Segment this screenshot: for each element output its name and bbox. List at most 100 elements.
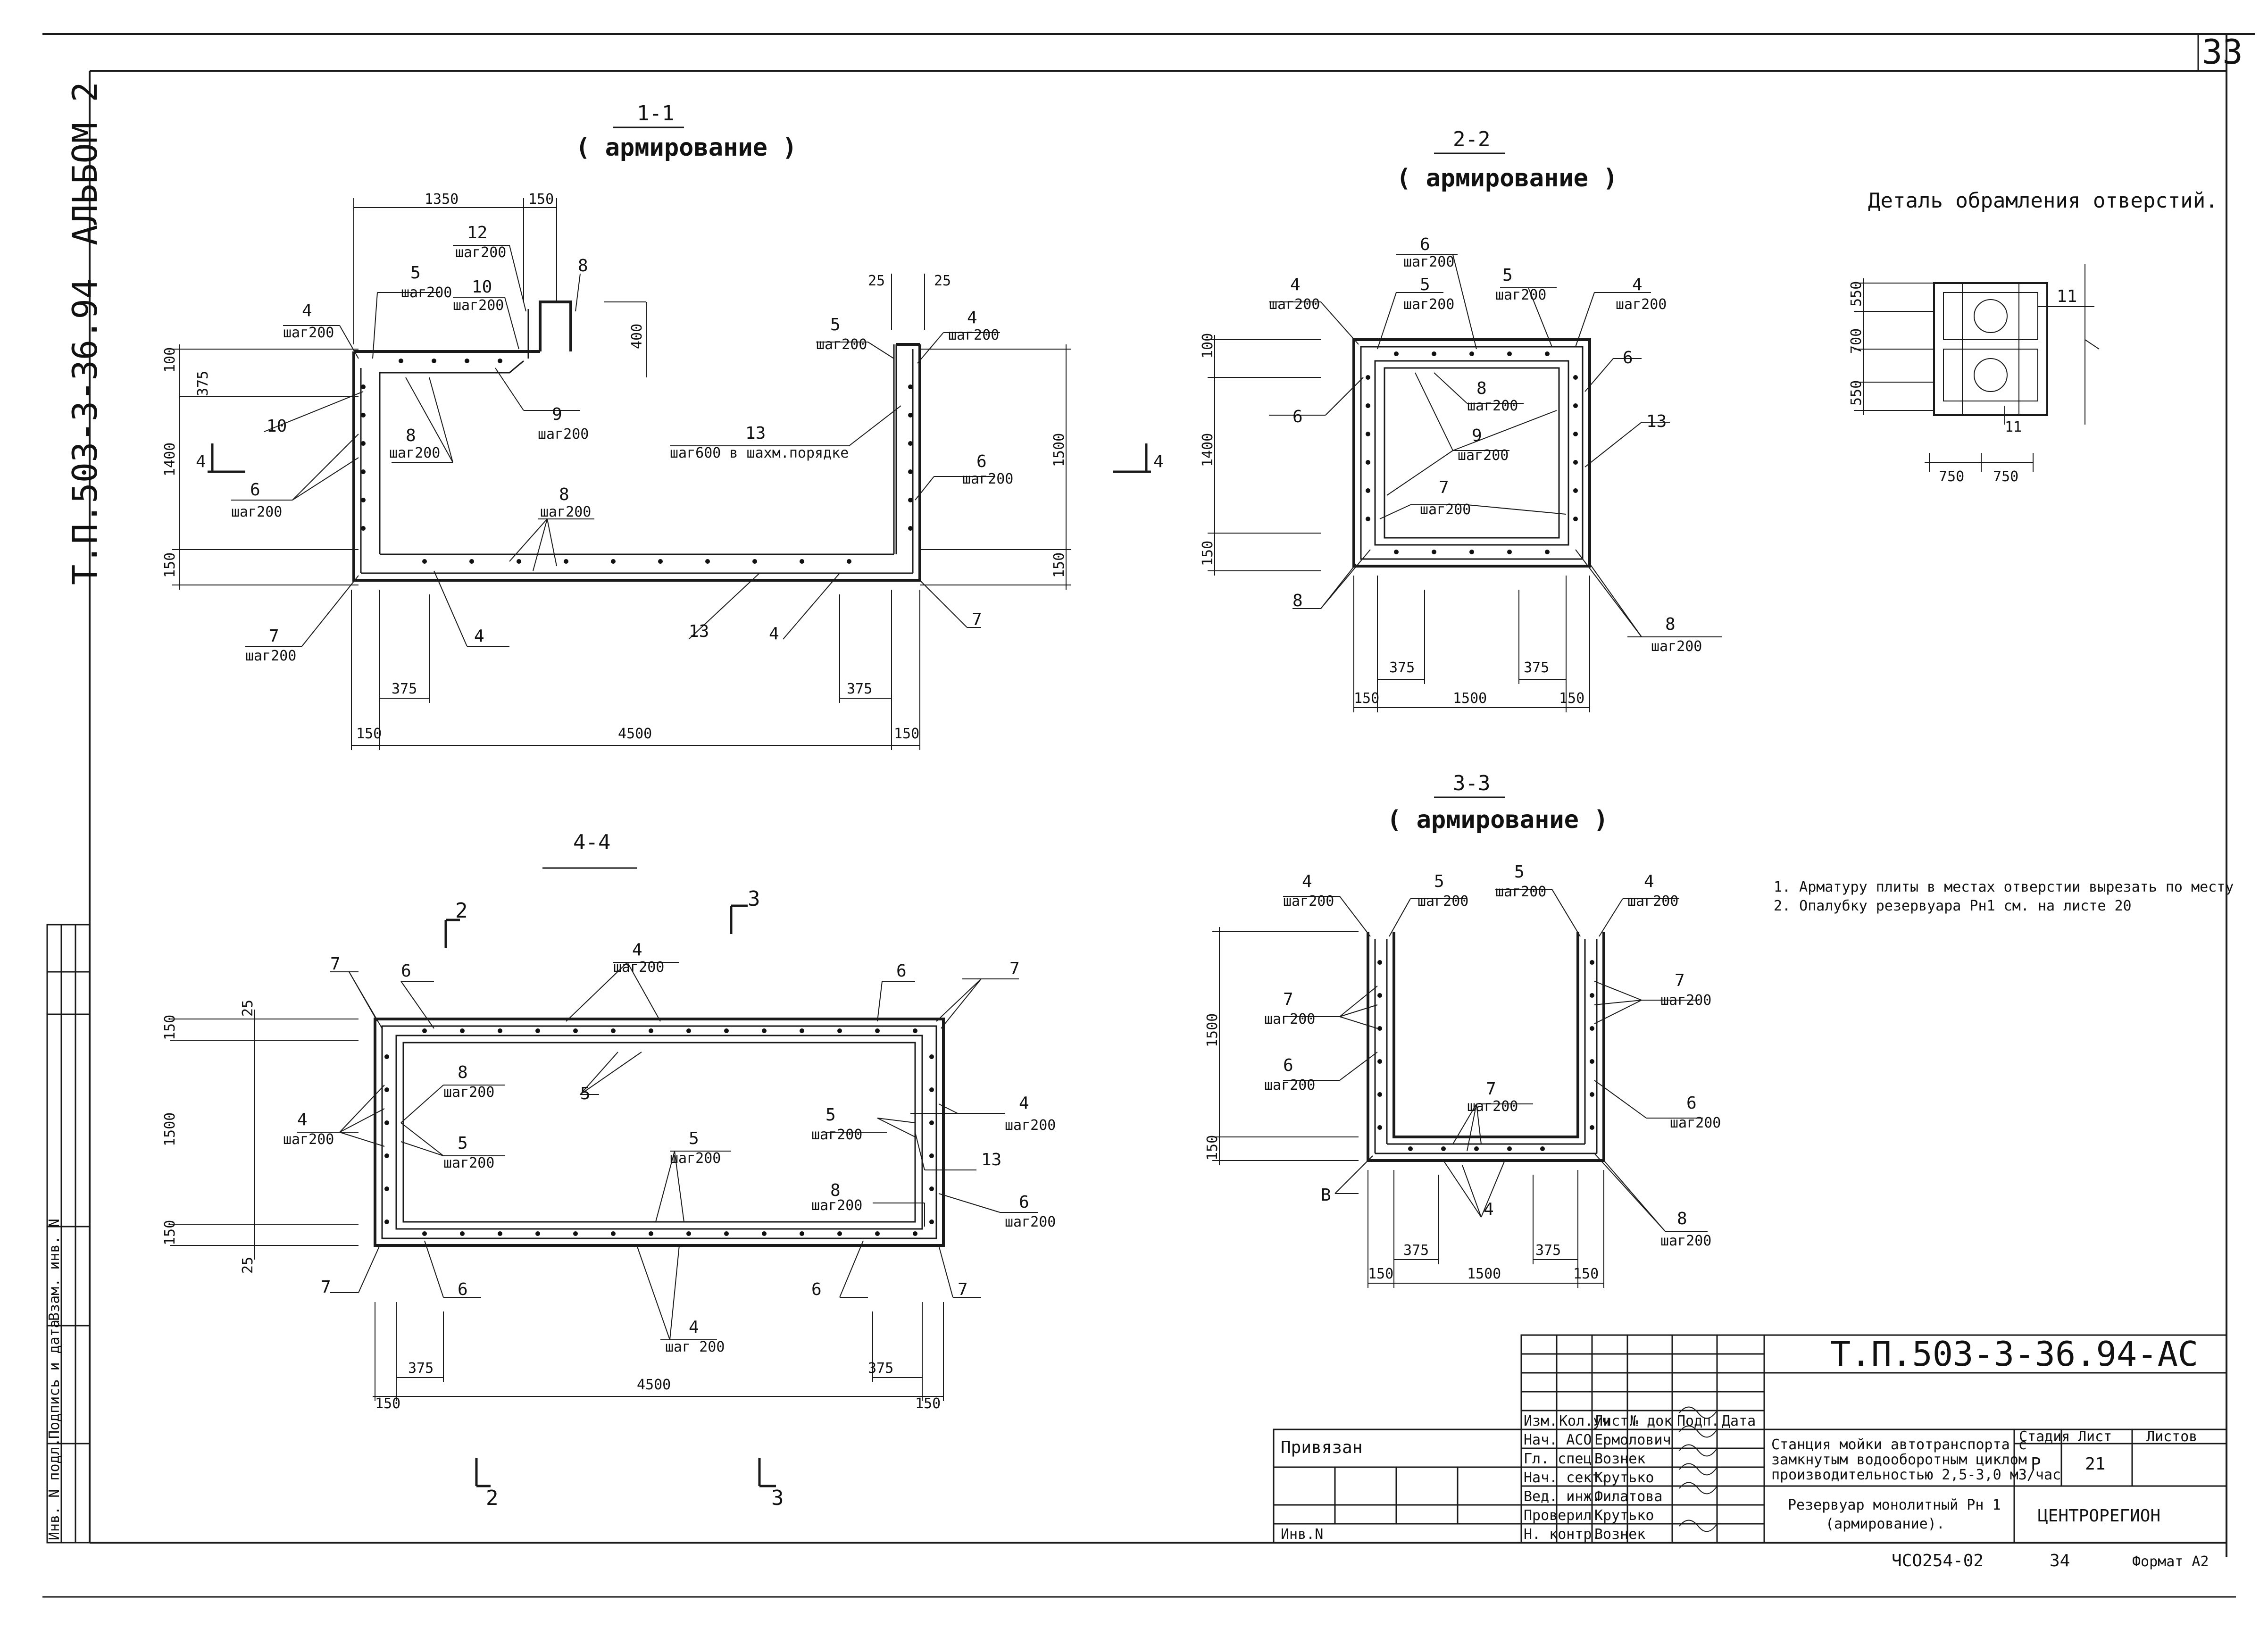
mark-4d-1-1: 4 [769,624,779,643]
stamp-sheet-title-1: (армирование). [1826,1516,1945,1532]
mark-7a-3-3: 7 [1283,990,1293,1009]
mark-5d-4-4: 5 [825,1105,836,1125]
step-5c-4-4: шаг200 [670,1150,721,1167]
stamp-role-1: Гл. спец. [1524,1451,1601,1467]
dim-1500-2-2: 1500 [1453,690,1487,707]
step-4b-3-3: шаг200 [1627,893,1678,910]
mark-5b-1-1: 5 [830,315,841,334]
rebar-dots-1-1 [361,359,913,564]
step-7c-3-3: шаг200 [1467,1098,1518,1115]
bottom-ref: ЧСО254-02 [1892,1551,1984,1570]
stamp-name-4: Крутько [1594,1507,1654,1524]
note-2: 2. Опалубку резервуара Рн1 см. на листе … [1774,898,2132,914]
step-4b-4-4: шаг200 [283,1131,334,1148]
stamp-privyazan: Привязан [1281,1438,1362,1457]
detail-title: Деталь обрамления отверстий. [1868,189,2218,213]
mark-7c-3-3: 7 [1486,1079,1496,1099]
mark-7d-4-4: 7 [958,1280,968,1299]
mark-4c-1-1: 4 [474,626,484,646]
step-10-1-1: шаг200 [453,297,504,314]
dim-375b-2-2: 375 [1524,660,1549,676]
dim-150a-1-1: 150 [528,191,554,208]
stamp-sheet-title-0: Резервуар монолитный Рн 1 [1788,1497,2001,1513]
mark-6b-3-3: 6 [1686,1094,1697,1113]
dim-550b-detail: 550 [1848,380,1865,406]
mark-6a-3-3: 6 [1283,1056,1293,1075]
stamp-project-title-1: замкнутым водооборотным циклом [1771,1452,2027,1468]
step-7-2-2: шаг200 [1420,501,1471,518]
mark-8b-1-1: 8 [406,426,416,445]
mark-5-1-1: 5 [410,263,421,283]
title-block [1273,1334,2227,1544]
stamp-name-3: Филатова [1594,1488,1663,1505]
mark-6a-4-4: 6 [401,961,411,981]
stamp-header-kol: Кол.уч [1559,1413,1610,1429]
mark-4a-3-3: 4 [1302,872,1312,891]
dim-150b-3-3: 150 [1573,1266,1599,1282]
doc-code-vertical: Т.П.503-3-36.94 [65,278,105,585]
step-6-1-1: шаг200 [231,504,282,520]
side-label-vzam: Взам. инв. N [46,1219,63,1321]
stamp-header-list: Лист [1594,1413,1628,1429]
step-6a-2-2: шаг200 [1403,254,1454,270]
album-label: АЛЬБОМ 2 [65,82,105,245]
mark-13-1-1: 13 [745,424,766,443]
step-9-1-1: шаг200 [538,426,589,443]
stamp-sheets-header: Листов [2146,1428,2197,1445]
mark-4d-4-4: 4 [689,1318,699,1337]
step-6c-4-4: шаг200 [1005,1214,1056,1230]
mark-11b-detail: 11 [2005,419,2022,435]
dim-400-1-1: 400 [629,324,645,349]
side-label-podpis: Подпись и дата [46,1320,63,1439]
mark-6b-4-4: 6 [896,961,907,981]
section-3-3-subtitle: ( армирование ) [1387,806,1609,834]
dim-375a-3-3: 375 [1403,1242,1429,1259]
mark-6e-4-4: 6 [811,1280,822,1299]
step-13-1-1: шаг600 в шахм.порядке [670,445,849,461]
stamp-role-2: Нач. сект. [1524,1470,1609,1486]
stamp-role-0: Нач. АСО [1524,1432,1592,1448]
step-4-1-1: шаг200 [283,325,334,341]
dim-1350-1-1: 1350 [425,191,459,208]
format-label: Формат А2 [2132,1553,2209,1570]
mark-11a-detail: 11 [2057,287,2077,306]
mark-13-2-2: 13 [1646,412,1667,431]
dim-25b-4-4: 25 [240,1257,256,1274]
dim-375a-1-1: 375 [392,681,417,697]
step-5a-2-2: шаг200 [1403,296,1454,313]
stamp-sheet-header: Лист [2078,1428,2112,1445]
mark-6a-2-2: 6 [1420,235,1430,254]
step-5b-4-4: шаг200 [443,1155,494,1171]
step-4a-2-2: шаг200 [1269,296,1320,313]
dim-375v-1-1: 375 [195,371,211,396]
section-4-4-title: 4-4 [573,830,610,854]
side-label-inv: Инв. N подл. [46,1438,63,1540]
mark-7c-4-4: 7 [321,1278,331,1297]
section-2-2: 2-2 ( армирование ) [1200,127,1722,712]
mark-6b-2-2: 6 [1292,407,1303,426]
step-4b-2-2: шаг200 [1616,296,1667,313]
dim-150c-1-1: 150 [356,726,382,742]
mark-4c-4-4: 4 [1019,1094,1029,1113]
section-1-1-subtitle: ( армирование ) [575,134,797,162]
stamp-role-3: Вед. инж. [1524,1488,1601,1505]
section-2-2-title: 2-2 [1453,127,1490,151]
step-8-3-3: шаг200 [1660,1233,1711,1249]
stamp-header-date: Дата [1722,1413,1756,1429]
dim-150c-4-4: 150 [375,1395,400,1412]
step-8c-1-1: шаг200 [540,504,591,520]
stamp-stage-header: Стадия [2019,1428,2070,1445]
stamp-project-title-0: Станция мойки автотранспорта с [1771,1437,2027,1453]
step-4d-4-4: шаг 200 [665,1339,725,1355]
mark-5a-4-4: 5 [580,1084,591,1103]
bottom-page: 34 [2050,1551,2070,1570]
step-6b-3-3: шаг200 [1670,1115,1721,1131]
mark-8a-1-1: 8 [578,256,588,276]
dim-1400-1-1: 1400 [162,443,178,476]
mark-5b-2-2: 5 [1502,266,1513,285]
stamp-name-1: Вознек [1594,1451,1645,1467]
step-4c-4-4: шаг200 [1005,1117,1056,1134]
dim-150r-1-1: 150 [1051,552,1067,578]
mark-5c-4-4: 5 [689,1129,699,1148]
